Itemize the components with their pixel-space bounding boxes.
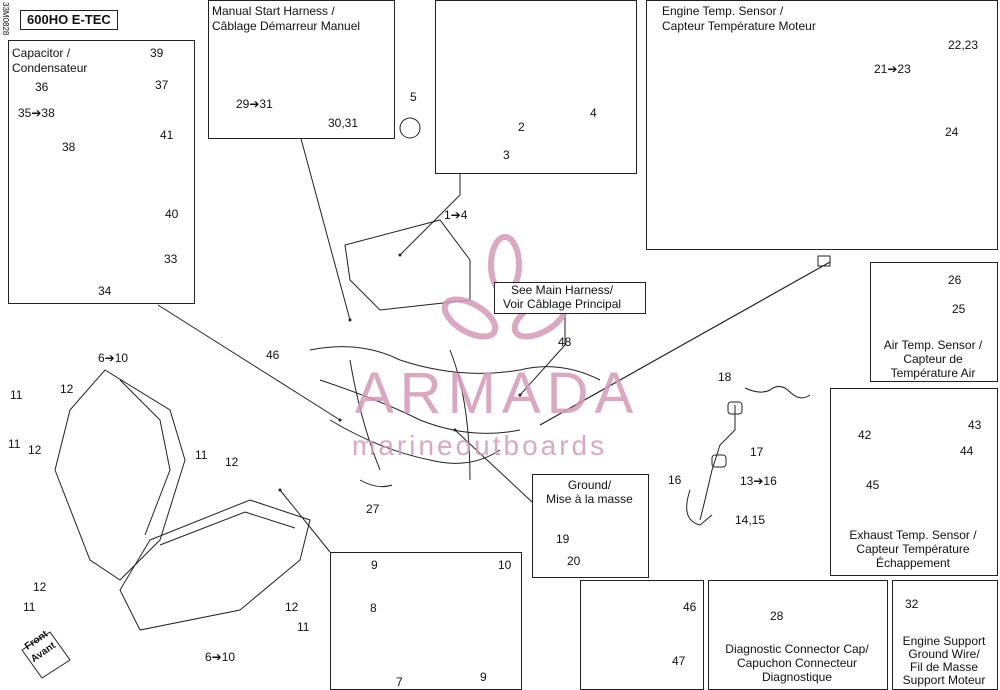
callout-5: 5 (410, 90, 417, 104)
callout-4: 4 (590, 106, 597, 120)
main-harness-title-fr: Voir Câblage Principal (503, 297, 622, 311)
ground-panel (532, 474, 649, 578)
manual-start-title-fr: Câblage Démarreur Manuel (212, 19, 361, 33)
callout-46b: 46 (683, 600, 697, 614)
callout-33: 33 (164, 252, 178, 266)
cluster-panel (435, 0, 637, 174)
callout-11-c: 11 (195, 448, 208, 462)
support-panel (892, 580, 998, 690)
diag-l1: Diagnostic Connector Cap/ (725, 642, 869, 656)
callout-13-16: 13➔16 (740, 474, 777, 488)
watermark-brand: ARMADA (355, 361, 640, 426)
callout-45: 45 (866, 478, 880, 492)
callout-21-23: 21➔23 (874, 62, 911, 76)
callout-11-d: 11 (23, 600, 36, 614)
diag-l3: Diagnostique (761, 670, 833, 684)
callout-2: 2 (518, 120, 525, 134)
callout-46a: 46 (266, 348, 280, 362)
callout-12-e: 12 (285, 600, 299, 614)
callout-6-10-bottom: 6➔10 (205, 650, 236, 664)
manual-start-title-en: Manual Start Harness / (212, 4, 335, 18)
callout-34: 34 (98, 284, 112, 298)
callout-40: 40 (165, 207, 179, 221)
main-harness-title-en: See Main Harness/ (511, 283, 614, 297)
callout-9-a: 9 (371, 558, 378, 572)
callout-44: 44 (960, 444, 974, 458)
callout-22-23: 22,23 (948, 38, 979, 52)
callout-12-c: 12 (225, 455, 239, 469)
callout-26: 26 (948, 273, 962, 287)
callout-42: 42 (858, 428, 872, 442)
sealant-panel (580, 580, 704, 690)
callout-16: 16 (668, 473, 682, 487)
bulb-panel (330, 552, 522, 690)
callout-6-10-top: 6➔10 (98, 351, 129, 365)
callout-7: 7 (396, 675, 403, 689)
callout-36: 36 (35, 80, 49, 94)
ground-l1: Ground/ (567, 478, 612, 492)
callout-11-a: 11 (10, 388, 23, 402)
callout-48: 48 (558, 335, 572, 349)
callout-12-b: 12 (28, 443, 42, 457)
callout-10: 10 (498, 558, 512, 572)
callout-24: 24 (945, 125, 959, 139)
callout-19: 19 (556, 532, 570, 546)
callout-1-4: 1➔4 (444, 208, 468, 222)
callout-14-15: 14,15 (735, 513, 766, 527)
drawing-code: 33M0828 (1, 2, 10, 36)
callout-27: 27 (366, 502, 380, 516)
diag-panel (708, 580, 888, 690)
callout-30-31: 30,31 (328, 116, 359, 130)
diag-l2: Capuchon Connecteur (736, 656, 858, 670)
callout-3: 3 (503, 148, 510, 162)
support-l4: Support Moteur (902, 673, 986, 687)
air-temp-l2: Capteur de (903, 352, 963, 366)
capacitor-title-en: Capacitor / (12, 46, 71, 60)
exhaust-temp-panel (830, 388, 998, 576)
callout-18: 18 (718, 370, 732, 384)
watermark-sub: marineoutboards (352, 430, 608, 461)
callout-12-a: 12 (60, 382, 74, 396)
callout-43: 43 (968, 418, 982, 432)
ground-l2: Mise à la masse (546, 492, 633, 506)
engine-temp-title-fr: Capteur Température Moteur (662, 19, 816, 33)
callout-9-b: 9 (480, 670, 487, 684)
air-temp-l3: Température Air (890, 366, 976, 380)
callout-35-38: 35➔38 (18, 106, 55, 120)
support-l2: Ground Wire/ (908, 647, 980, 661)
air-temp-panel (870, 262, 998, 382)
capacitor-title-fr: Condensateur (12, 61, 88, 75)
callout-11-e: 11 (297, 620, 310, 634)
callout-41: 41 (160, 128, 174, 142)
engine-temp-panel (646, 0, 998, 250)
support-l3: Fil de Masse (909, 660, 979, 674)
callout-17: 17 (750, 445, 764, 459)
engine-temp-title-en: Engine Temp. Sensor / (662, 4, 784, 18)
manual-start-panel (208, 0, 395, 139)
callout-32: 32 (905, 597, 919, 611)
support-l1: Engine Support (902, 634, 986, 648)
callout-8: 8 (370, 601, 377, 615)
exhaust-l2: Capteur Température (856, 542, 970, 556)
capacitor-panel (8, 40, 195, 304)
callout-38: 38 (62, 140, 76, 154)
main-harness-label-box (494, 282, 646, 314)
exhaust-l1: Exhaust Temp. Sensor / (849, 528, 977, 542)
callout-28: 28 (770, 609, 784, 623)
air-temp-l1: Air Temp. Sensor / (883, 338, 983, 352)
callout-37: 37 (155, 78, 169, 92)
callout-25: 25 (952, 302, 966, 316)
callout-39: 39 (150, 46, 164, 60)
callout-12-d: 12 (33, 580, 47, 594)
callout-20: 20 (567, 554, 581, 568)
callout-29-31: 29➔31 (236, 97, 273, 111)
model-title: 600HO E-TEC (20, 10, 118, 30)
exhaust-l3: Échappement (875, 556, 951, 570)
callout-11-b: 11 (8, 437, 21, 451)
callout-47: 47 (672, 654, 686, 668)
